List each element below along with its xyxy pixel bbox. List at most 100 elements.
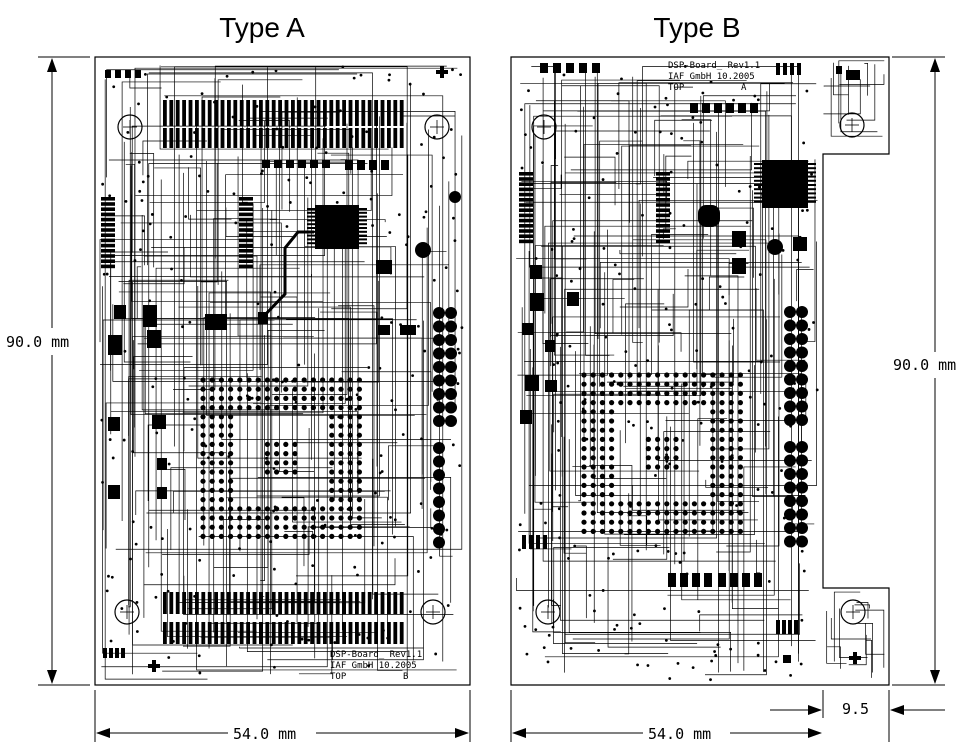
via <box>455 289 459 293</box>
bga-ball <box>218 377 224 383</box>
bga-ball <box>347 515 353 521</box>
via <box>666 103 669 107</box>
bga-ball <box>283 386 289 392</box>
copper-trace <box>139 203 254 371</box>
connector-pad <box>201 128 206 148</box>
via <box>411 374 415 378</box>
ic-package <box>315 205 359 249</box>
header-pad <box>796 306 808 318</box>
via <box>309 181 312 185</box>
via <box>452 216 455 220</box>
bga-ball <box>274 460 280 466</box>
header-pad <box>784 414 796 426</box>
connector-pad <box>195 592 199 614</box>
via <box>653 105 657 109</box>
via <box>519 108 523 112</box>
bga-ball <box>329 414 335 420</box>
via <box>444 266 448 270</box>
via <box>547 633 551 637</box>
via <box>112 85 116 89</box>
connector-pad <box>303 100 308 126</box>
header-pad <box>433 482 445 495</box>
connector-pad <box>101 249 115 253</box>
bga-ball <box>581 510 587 516</box>
header-pad <box>796 373 808 386</box>
bga-ball <box>329 469 335 475</box>
smd-component <box>776 63 780 75</box>
smd-component <box>754 573 762 587</box>
via <box>189 155 193 158</box>
smd-component <box>797 63 801 75</box>
bga-ball <box>609 519 615 525</box>
bga-ball <box>218 441 224 447</box>
copper-trace <box>286 318 393 535</box>
bga-ball <box>200 441 206 447</box>
bga-ball <box>590 409 596 415</box>
connector-pad <box>367 100 372 126</box>
connector-pad <box>239 207 253 211</box>
bga-ball <box>682 528 688 535</box>
bga-ball <box>737 409 744 415</box>
bga-ball <box>356 460 362 466</box>
bga-ball <box>719 482 725 488</box>
via <box>341 65 345 69</box>
height-a-label: 90.0 mm <box>6 333 69 351</box>
bga-ball <box>728 381 734 387</box>
bga-ball <box>673 436 679 442</box>
bga-ball <box>645 528 652 535</box>
connector-pad <box>656 198 670 202</box>
connector-pad <box>380 100 385 126</box>
connector-pad <box>348 592 353 614</box>
via <box>710 659 714 663</box>
header-pad <box>433 523 445 535</box>
bga-ball <box>599 427 606 433</box>
bga-ball <box>673 464 679 470</box>
via <box>800 618 804 622</box>
smd-component <box>579 63 587 73</box>
connector-pad <box>233 622 238 644</box>
via <box>674 552 678 555</box>
via <box>520 166 524 170</box>
copper-trace <box>143 255 258 620</box>
bga-ball <box>283 524 289 530</box>
ic-package <box>762 160 808 208</box>
bga-ball <box>710 400 716 406</box>
copper-trace <box>564 288 760 673</box>
copper-trace <box>597 82 785 339</box>
copper-trace <box>575 545 587 619</box>
via <box>714 654 718 657</box>
bga-ball <box>664 381 670 387</box>
bga-ball <box>218 515 224 521</box>
header-pad <box>433 536 445 549</box>
bga-ball <box>645 381 652 387</box>
via <box>757 185 761 189</box>
bga-ball <box>338 478 344 484</box>
via <box>767 580 771 583</box>
connector-pad <box>329 622 334 644</box>
via <box>206 189 210 193</box>
via <box>518 523 522 527</box>
smd-component <box>732 231 746 247</box>
bga-ball <box>338 405 344 411</box>
copper-trace <box>307 526 410 627</box>
connector-pad <box>246 100 250 126</box>
via <box>541 161 544 165</box>
via <box>756 488 760 491</box>
bga-ball <box>292 533 298 540</box>
connector-pad <box>519 182 533 186</box>
smd-component <box>692 573 700 587</box>
smd-component <box>109 648 113 658</box>
via <box>812 321 815 324</box>
via <box>546 660 550 664</box>
connector-pad <box>195 100 199 126</box>
connector-pad <box>239 259 253 263</box>
copper-trace <box>756 539 761 574</box>
via <box>636 549 640 553</box>
connector-pad <box>323 100 327 126</box>
power-trace <box>260 230 314 320</box>
copper-trace <box>160 179 257 632</box>
via <box>458 464 462 468</box>
connector-pad <box>188 128 193 148</box>
bga-ball <box>590 492 596 498</box>
smd-component <box>726 103 734 113</box>
